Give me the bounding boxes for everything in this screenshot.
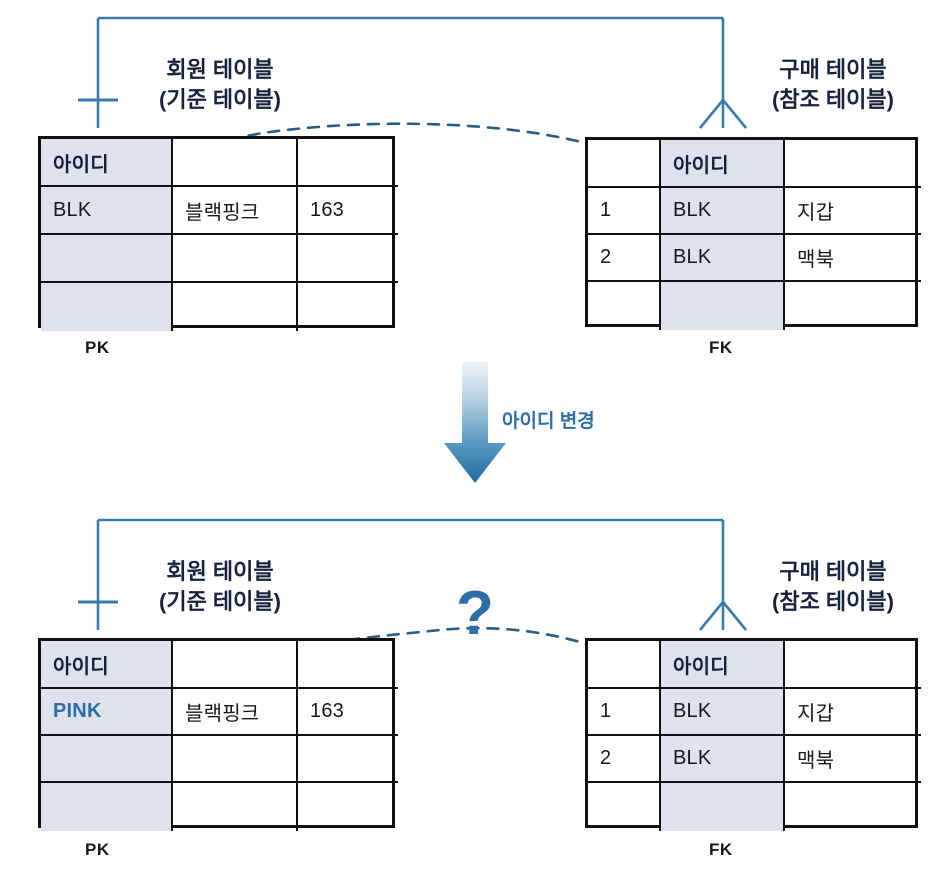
top-member-cell-r0c2 [298, 139, 398, 187]
bottom-purchase-cell-r3c1 [661, 783, 785, 831]
top-member-cell-r3c0 [41, 283, 173, 331]
top-purchase-cell-r3c1 [661, 282, 785, 330]
top-member-title-line1: 회원 테이블 [166, 57, 274, 82]
bottom-member-title-line1: 회원 테이블 [166, 559, 274, 584]
bottom-purchase-table-title: 구매 테이블 (참조 테이블) [733, 557, 933, 617]
bottom-purchase-cell-r3c2 [785, 783, 921, 831]
top-member-pk-label: PK [85, 338, 110, 357]
bottom-purchase-cell-r0c1: 아이디 [661, 641, 785, 689]
bottom-purchase-cell-r2c0: 2 [588, 736, 661, 783]
bottom-purchase-cell-r1c0: 1 [588, 689, 661, 736]
top-member-cell-r2c2 [298, 235, 398, 283]
bottom-member-cell-r2c0 [41, 736, 173, 783]
top-member-cell-r1c2: 163 [298, 187, 398, 235]
top-purchase-cell-r1c2: 지갑 [785, 188, 921, 235]
bottom-purchase-title-line2: (참조 테이블) [772, 589, 894, 614]
bottom-purchase-fk-label: FK [709, 840, 733, 859]
bottom-purchase-cell-r0c0 [588, 641, 661, 689]
top-member-cell-r1c1: 블랙핑크 [173, 187, 298, 235]
bottom-purchase-cell-r2c2: 맥북 [785, 736, 921, 783]
bottom-purchase-title-line1: 구매 테이블 [779, 559, 887, 584]
bottom-purchase-cell-r1c1: BLK [661, 689, 785, 736]
top-purchase-cell-r1c0: 1 [588, 188, 661, 235]
top-purchase-cell-r2c1: BLK [661, 235, 785, 282]
top-purchase-table: 아이디 1 BLK 지갑 2 BLK 맥북 [585, 137, 921, 330]
bottom-purchase-cell-r1c2: 지갑 [785, 689, 921, 736]
top-purchase-fk-label: FK [709, 338, 733, 357]
top-purchase-title-line2: (참조 테이블) [772, 87, 894, 112]
bottom-member-cell-r0c2 [298, 641, 398, 689]
bottom-member-cell-r3c0 [41, 783, 173, 831]
bottom-member-cell-r3c2 [298, 783, 398, 831]
transition-label: 아이디 변경 [502, 411, 595, 432]
bottom-member-cell-r1c2: 163 [298, 689, 398, 736]
top-purchase-cell-r0c0 [588, 140, 661, 188]
top-member-cell-r1c0: BLK [41, 187, 173, 235]
top-member-cell-r0c0: 아이디 [41, 139, 173, 187]
bottom-purchase-cell-r2c1: BLK [661, 736, 785, 783]
bottom-member-cell-r3c1 [173, 783, 298, 831]
bottom-member-cell-r1c0: PINK [41, 689, 173, 736]
top-member-cell-r0c1 [173, 139, 298, 187]
top-purchase-cell-r3c2 [785, 282, 921, 330]
bottom-purchase-cell-r3c0 [588, 783, 661, 831]
top-member-cell-r2c0 [41, 235, 173, 283]
bottom-purchase-table: 아이디 1 BLK 지갑 2 BLK 맥북 [585, 638, 921, 831]
down-arrow-icon [444, 362, 506, 483]
top-purchase-cell-r3c0 [588, 282, 661, 330]
top-purchase-cell-r0c2 [785, 140, 921, 188]
bottom-purchase-cell-r0c2 [785, 641, 921, 689]
top-purchase-cell-r1c1: BLK [661, 188, 785, 235]
bottom-member-cell-r2c2 [298, 736, 398, 783]
bottom-member-cell-r0c0: 아이디 [41, 641, 173, 689]
top-member-table: 아이디 BLK 블랙핑크 163 [38, 136, 398, 331]
bottom-member-cell-r2c1 [173, 736, 298, 783]
question-mark-annotation: ? [456, 579, 494, 648]
top-member-title-line2: (기준 테이블) [159, 87, 281, 112]
bottom-member-title-line2: (기준 테이블) [159, 589, 281, 614]
top-member-table-title: 회원 테이블 (기준 테이블) [120, 55, 320, 115]
top-member-cell-r3c2 [298, 283, 398, 331]
top-purchase-table-title: 구매 테이블 (참조 테이블) [733, 55, 933, 115]
top-purchase-title-line1: 구매 테이블 [779, 57, 887, 82]
top-member-cell-r3c1 [173, 283, 298, 331]
bottom-member-cell-r0c1 [173, 641, 298, 689]
bottom-member-table-title: 회원 테이블 (기준 테이블) [120, 557, 320, 617]
bottom-member-cell-r1c1: 블랙핑크 [173, 689, 298, 736]
top-purchase-cell-r2c2: 맥북 [785, 235, 921, 282]
top-member-cell-r2c1 [173, 235, 298, 283]
top-purchase-cell-r2c0: 2 [588, 235, 661, 282]
top-purchase-cell-r0c1: 아이디 [661, 140, 785, 188]
bottom-member-table: 아이디 PINK 블랙핑크 163 [38, 638, 398, 831]
bottom-member-pk-label: PK [85, 840, 110, 859]
